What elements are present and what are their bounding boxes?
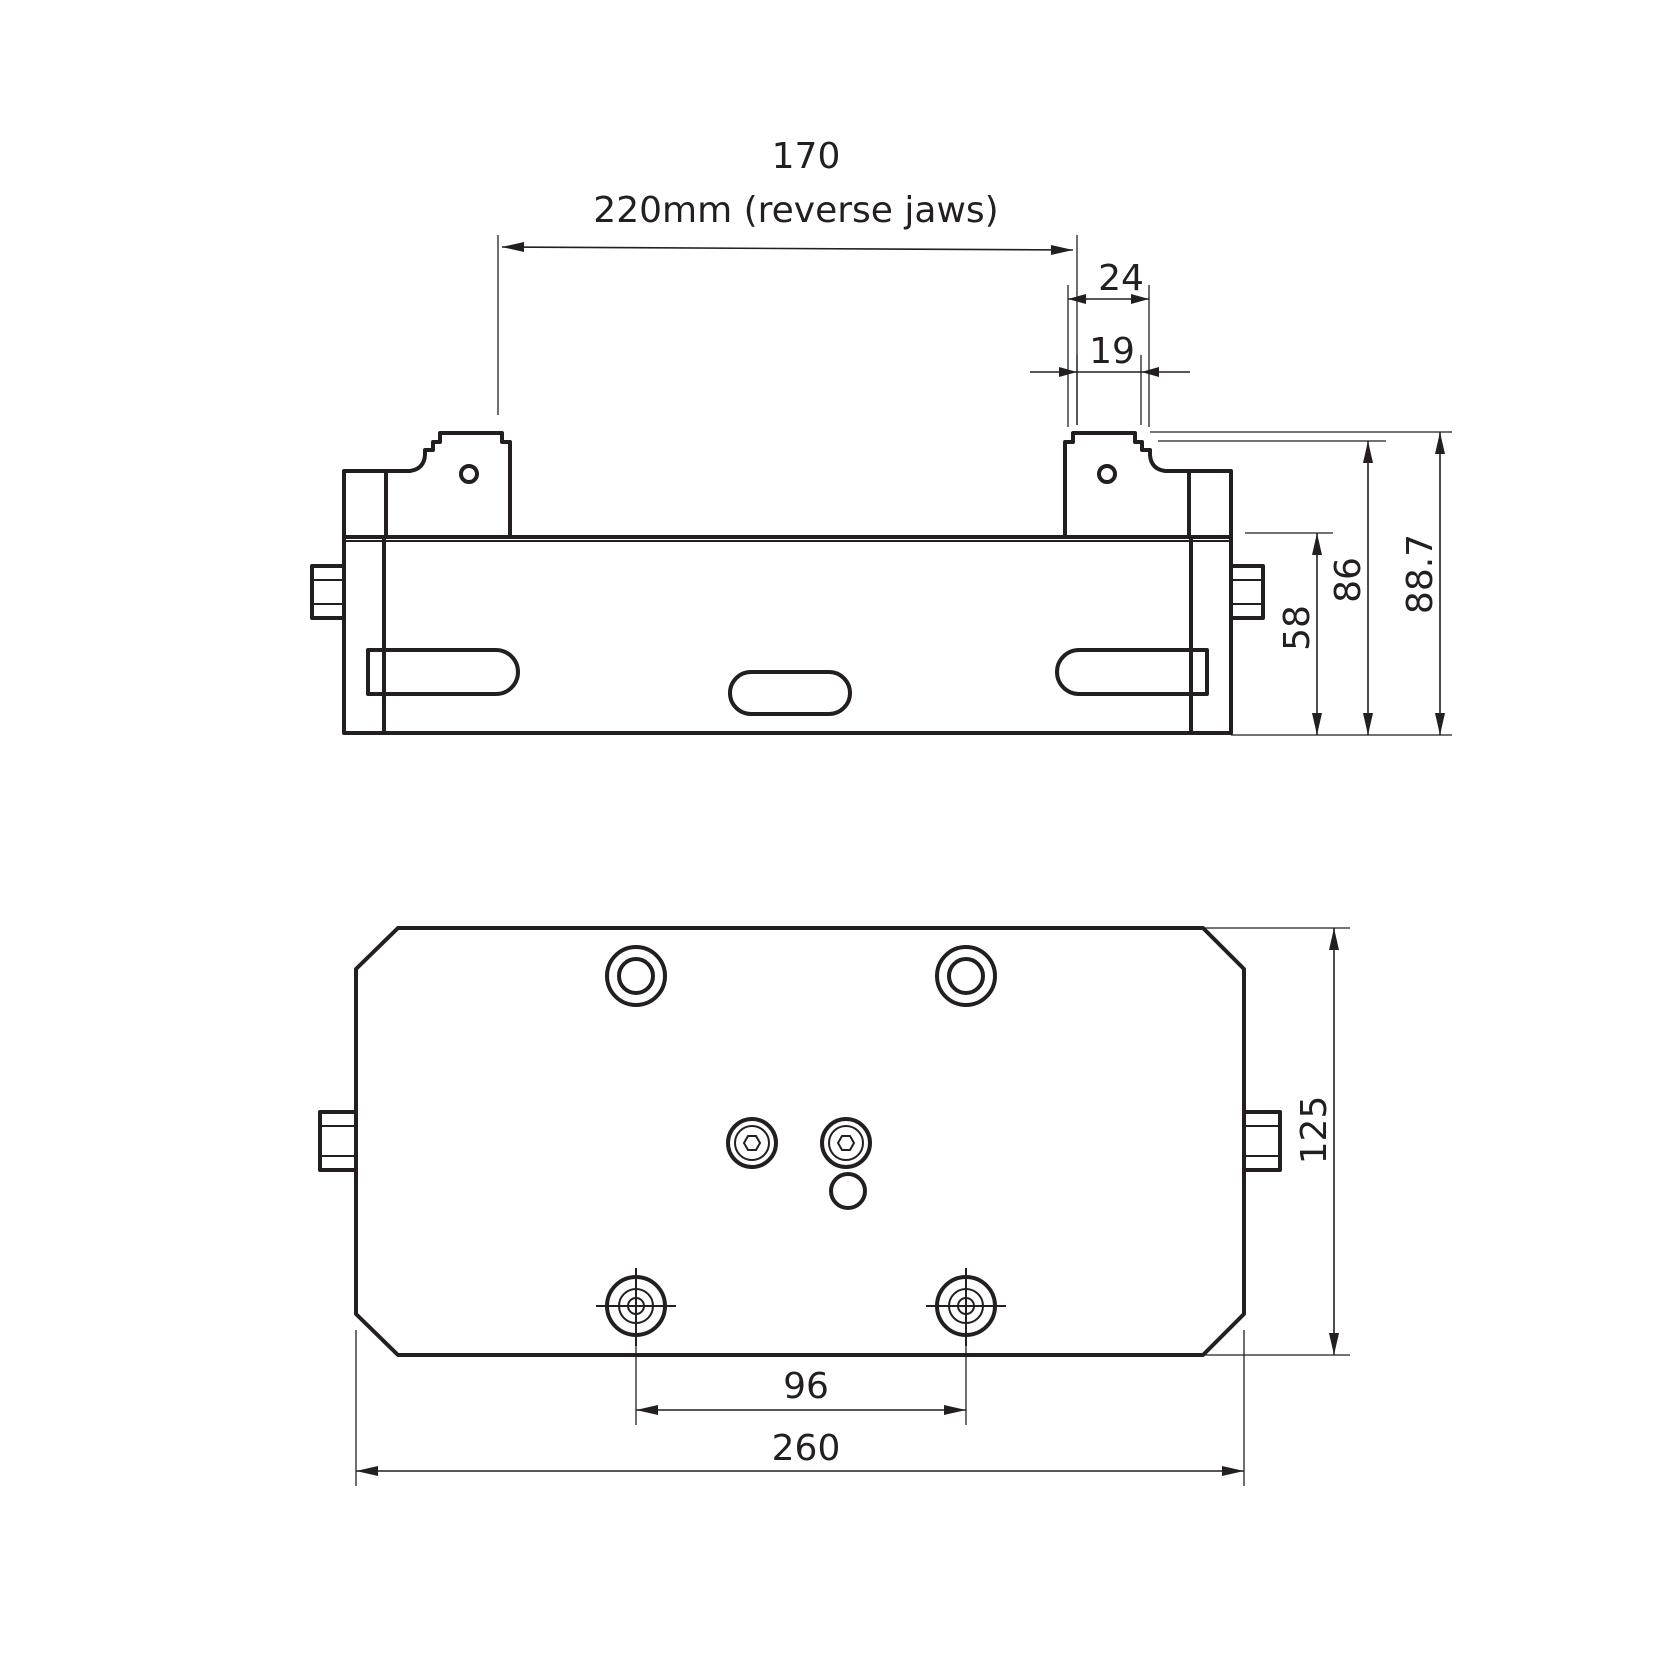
top-view: 125 96 260	[318, 926, 1350, 1486]
right-side-bolt	[1229, 564, 1265, 620]
top-right-side-bolt	[1242, 1110, 1282, 1172]
base-plate	[354, 926, 1246, 1357]
height887-arrow-bottom	[1435, 713, 1445, 735]
height86-arrow-top	[1363, 441, 1373, 463]
length260-arrow-left	[356, 1466, 378, 1476]
center-slot	[728, 670, 852, 716]
width125-arrow-top	[1329, 928, 1339, 950]
height887-arrow-top	[1435, 432, 1445, 454]
opening-dim-line	[501, 246, 1074, 251]
left-jaw	[384, 431, 512, 539]
spacing96-arrow-right	[944, 1405, 966, 1415]
height86-arrow-bottom	[1363, 713, 1373, 735]
center-pin-hole	[829, 1172, 867, 1210]
vise-body	[342, 535, 1233, 735]
left-clamp-slot	[366, 648, 520, 696]
counterbore-top-left-outer	[605, 945, 667, 1007]
counterbore-top-right-outer	[935, 945, 997, 1007]
jaw24-arrow-left	[1068, 294, 1086, 304]
width125-dim-label: 125	[1294, 1096, 1335, 1165]
mount-hole-left	[596, 1268, 676, 1346]
jaw24-arrow-right	[1131, 294, 1149, 304]
counterbore-top-left-inner	[617, 957, 655, 995]
mount-hole-right	[926, 1268, 1006, 1346]
left-side-bolt	[310, 564, 346, 620]
right-clamp-slot	[1055, 648, 1209, 696]
counterbore-top-right-inner	[947, 957, 985, 995]
jaw24-dim-label: 24	[1098, 258, 1144, 299]
right-jaw-pin	[1097, 464, 1117, 484]
opening-arrow-right	[1051, 245, 1073, 255]
height887-dim-label: 88.7	[1400, 534, 1441, 614]
center-screw-left-outer	[726, 1117, 778, 1169]
center-screw-left-mid	[734, 1125, 770, 1161]
spacing96-arrow-left	[636, 1405, 658, 1415]
front-view: 170 220mm (reverse jaws) 24 19 58 86	[310, 136, 1452, 736]
height86-dim-label: 86	[1328, 557, 1369, 603]
spacing96-dim-label: 96	[783, 1366, 829, 1407]
opening-arrow-left	[502, 242, 524, 252]
left-jaw-pin	[459, 464, 479, 484]
opening-dim-label: 170	[772, 136, 841, 177]
height58-arrow-top	[1312, 533, 1322, 555]
width125-arrow-bottom	[1329, 1333, 1339, 1355]
opening-reverse-label: 220mm (reverse jaws)	[593, 190, 998, 231]
right-end-block	[1187, 469, 1233, 539]
center-screw-right-outer	[820, 1117, 872, 1169]
jaw19-arrow-left	[1059, 367, 1077, 377]
center-screw-right-mid	[828, 1125, 864, 1161]
center-screw-right-hex-icon	[836, 1135, 856, 1151]
top-left-side-bolt	[318, 1110, 358, 1172]
jaw19-dim-label: 19	[1089, 331, 1135, 372]
left-end-block	[342, 469, 388, 539]
length260-arrow-right	[1222, 1466, 1244, 1476]
right-jaw	[1063, 431, 1191, 539]
center-screw-left-hex-icon	[742, 1135, 762, 1151]
height58-dim-label: 58	[1277, 605, 1318, 651]
jaw19-arrow-right	[1141, 367, 1159, 377]
length260-dim-label: 260	[772, 1428, 841, 1469]
height58-arrow-bottom	[1312, 713, 1322, 735]
